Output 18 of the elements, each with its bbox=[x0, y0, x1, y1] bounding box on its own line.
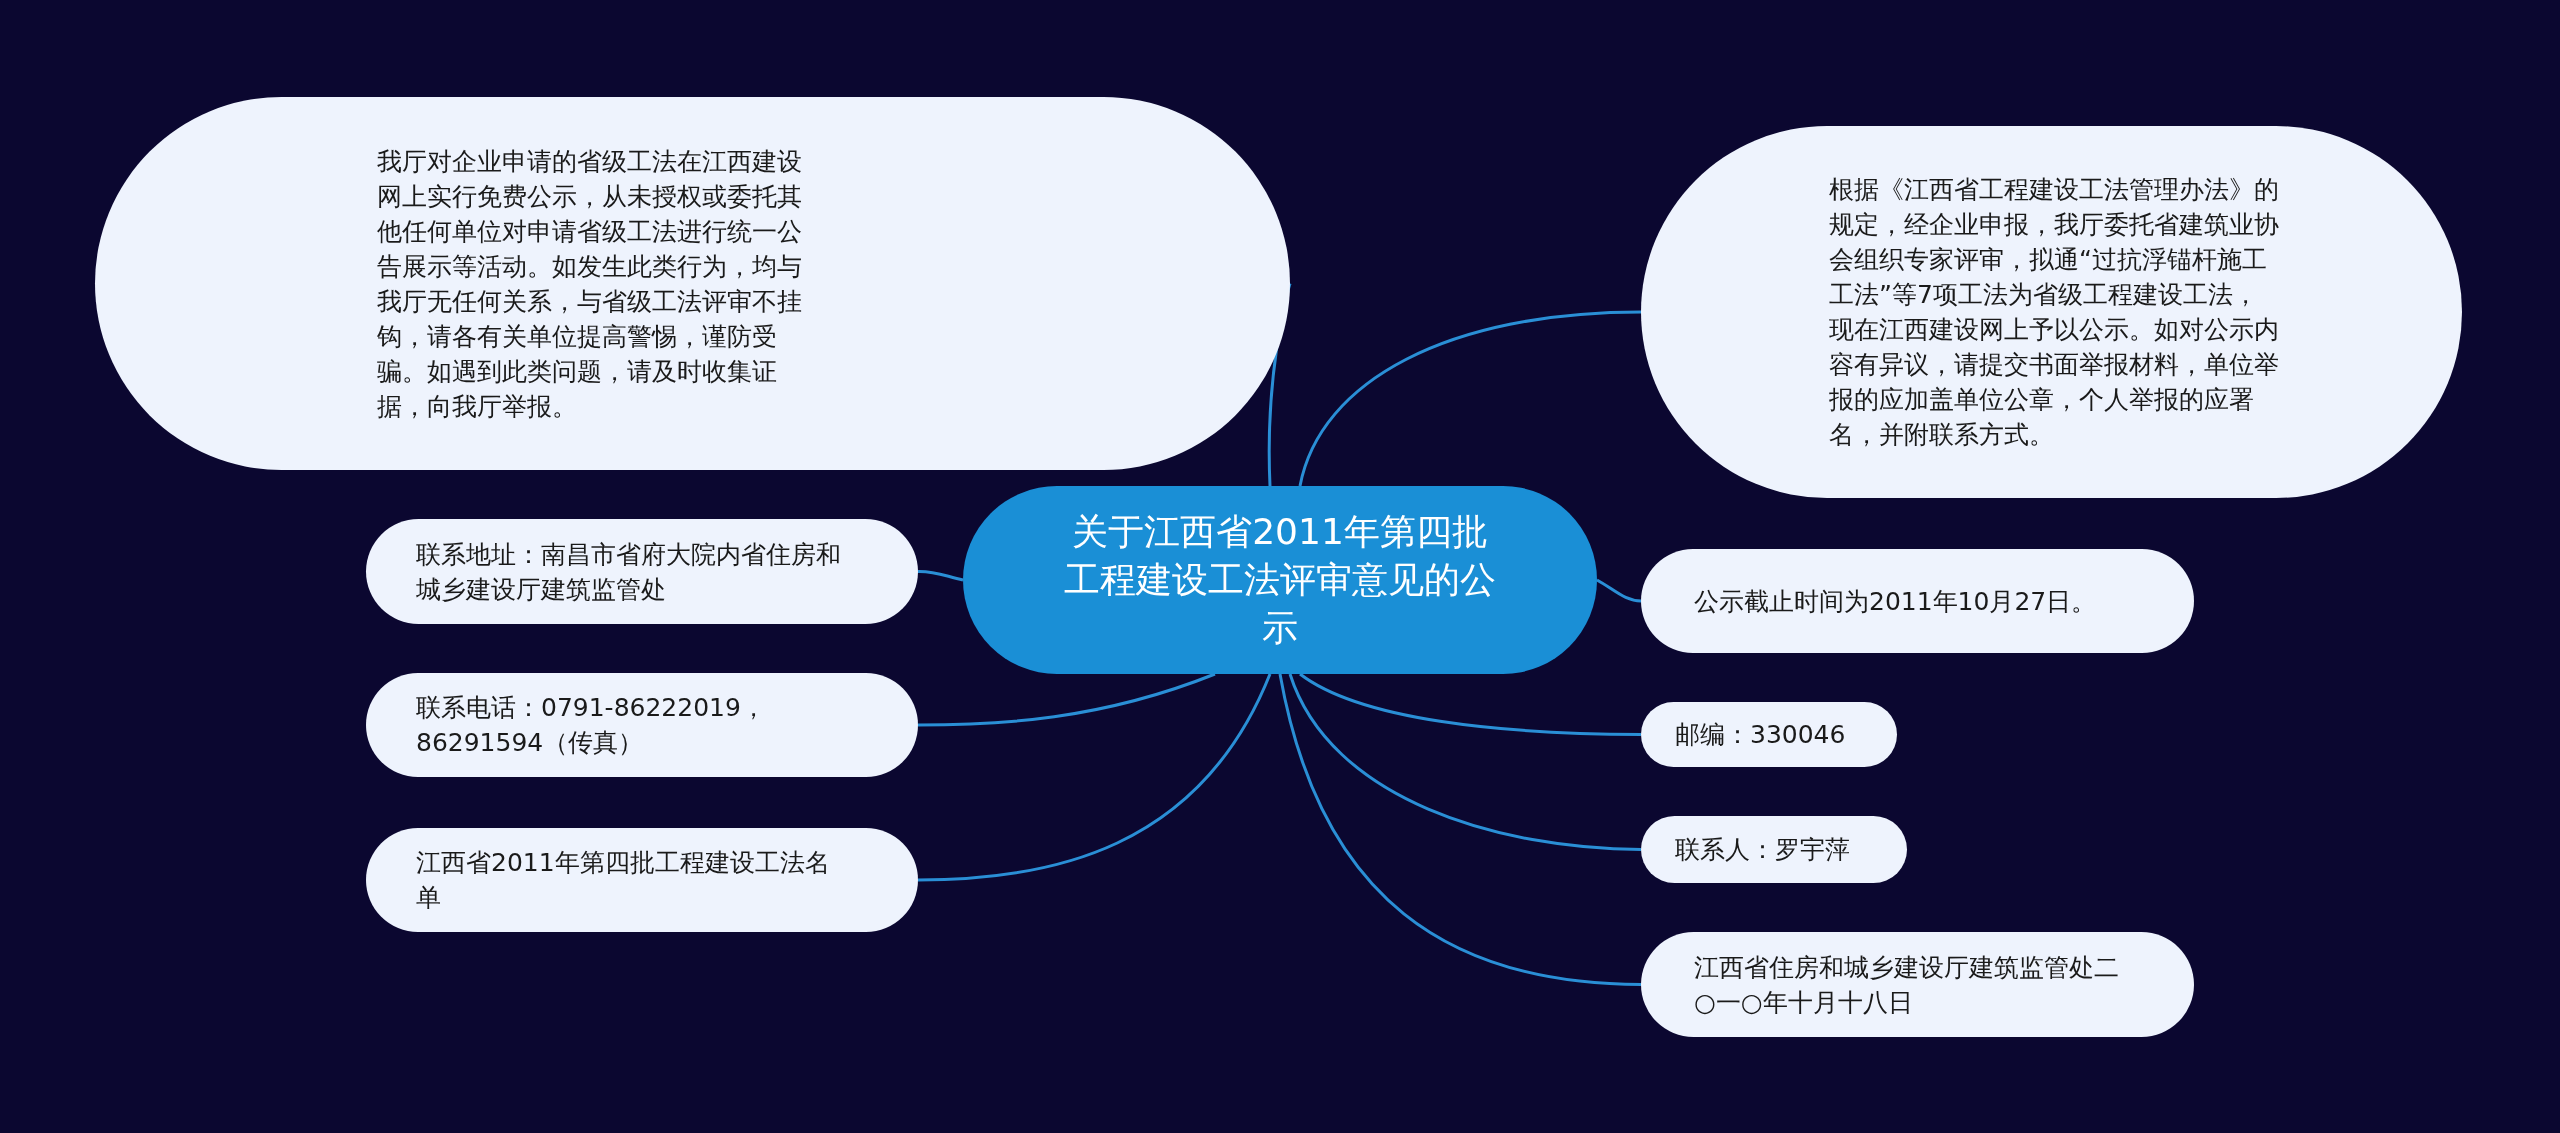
note-text: 联系人：罗宇萍 bbox=[1675, 834, 1851, 866]
topic-text: 关于江西省2011年第四批工程建设工法评审意见的公示 bbox=[1063, 510, 1497, 650]
connector-line bbox=[1299, 672, 1641, 736]
connector-line bbox=[918, 672, 1216, 727]
connector-line bbox=[1298, 310, 1642, 487]
connector-line bbox=[917, 673, 1272, 882]
connector-line bbox=[918, 570, 964, 582]
connector-line bbox=[1596, 578, 1642, 603]
note-text: 公示截止时间为2011年10月27日。 bbox=[1694, 585, 2098, 618]
note-text: 江西省2011年第四批工程建设工法名单 bbox=[416, 847, 831, 914]
note-text: 联系地址：南昌市省府大院内省住房和城乡建设厅建筑监管处 bbox=[416, 538, 842, 606]
note-text: 我厅对企业申请的省级工法在江西建设网上实行免费公示，从未授权或委托其他任何单位对申请省级工法进行统一公告展示等活动。如发生此类行为，均与我厅无任何关系，与省级工法评审不挂钩，请各有关单位提高警惕，谨防受骗。如遇到此类问题，请及时收集证据，向我厅举报。 bbox=[377, 145, 803, 423]
note-text: 邮编：330046 bbox=[1675, 719, 1847, 751]
note-text: 根据《江西省工程建设工法管理办法》的规定，经企业申报，我厅委托省建筑业协会组织专家评审，拟通“过抗浮锚杆施工工法”等7项工法为省级工程建设工法，现在江西建设网上予以公示。如对公示内容有异议，请提交书面举报材料，单位举报的应加盖单位公章，个人举报的应署名，并附联系方式。 bbox=[1829, 174, 2280, 451]
note-text: 江西省住房和城乡建设厅建筑监管处二○一○年十月十八日 bbox=[1694, 951, 2120, 1019]
note-text: 联系电话：0791-86222019，86291594（传真） bbox=[416, 692, 767, 759]
connector-line bbox=[1288, 673, 1642, 851]
connector-line bbox=[1278, 673, 1642, 986]
